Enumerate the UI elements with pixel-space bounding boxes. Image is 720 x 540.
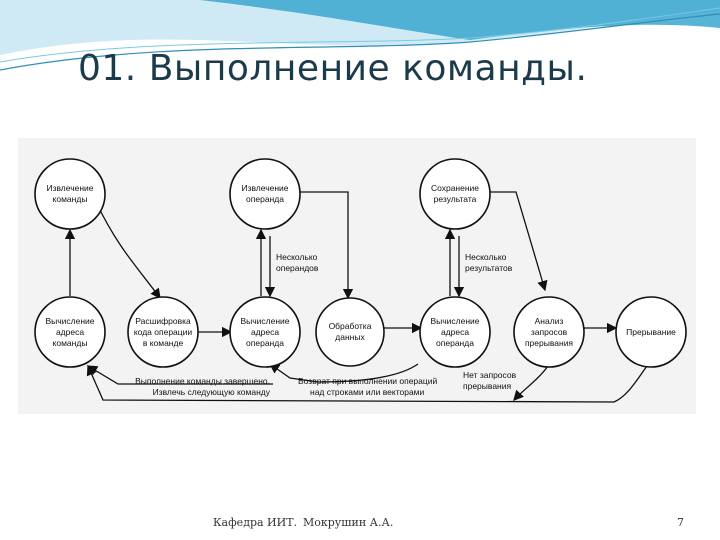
arrow-interrupt-return [86,364,648,403]
arrow-store-to-interrupt-check [480,191,548,292]
arrow-vector-return [268,363,419,383]
node-interrupt-check [513,296,585,368]
node-calc-instruction-address [34,296,106,368]
slide-title: 01. Выполнение команды. [78,48,588,89]
arrow-fetch-operand-to-process [296,191,354,300]
node-fetch-instruction [34,158,106,230]
node-calc-operand-address-2 [419,296,491,368]
node-fetch-operand [229,158,301,230]
node-label-interrupt: Прерывание [626,327,676,337]
diagram-background [18,138,696,414]
header-wave-decoration [0,0,720,71]
arrow-next-instruction [86,365,273,385]
node-calc-operand-address [229,296,301,368]
arrow-fetch-to-decode [95,201,161,300]
node-interrupt [615,296,687,368]
arrow-no-interrupt [513,365,549,401]
footer-department: Кафедра ИИТ. [213,516,298,529]
label-next-instruction: Выполнение команды завершено.Извлечь сле… [135,376,271,397]
footer-author: Мокрушин А.А. [303,516,394,529]
node-decode [127,296,199,368]
node-process-data [315,297,385,367]
page-number: 7 [677,516,684,529]
node-store-result [419,158,491,230]
